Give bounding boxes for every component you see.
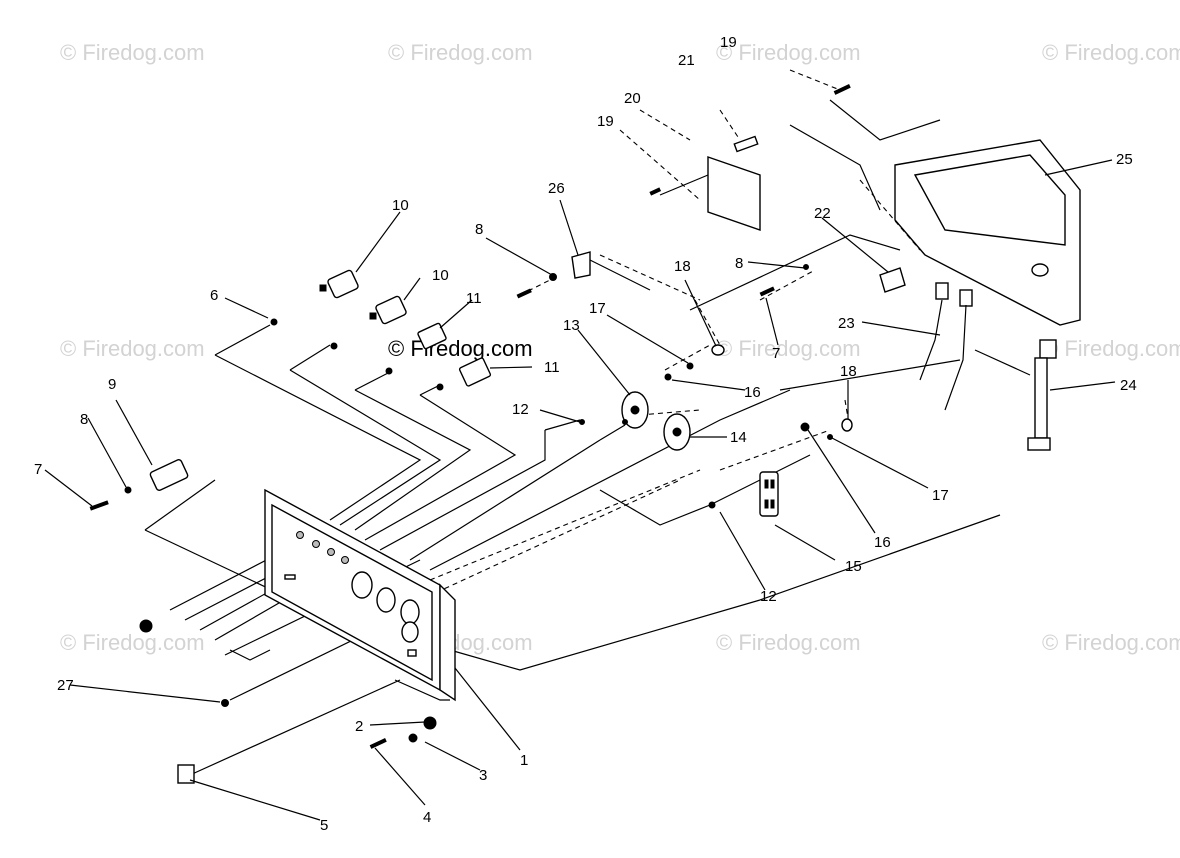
callout-19a: 19 [720,34,737,51]
watermark: © Firedog.com [60,336,205,361]
callout-18b: 18 [840,363,857,380]
watermark: © Firedog.com [1042,336,1180,361]
watermark: © Firedog.com [60,40,205,65]
breaker-11a [417,322,447,350]
watermark: © Firedog.com [60,630,205,655]
hardware [89,84,853,784]
callout-8b: 8 [475,221,483,238]
switch-10a [319,269,359,299]
callout-17b: 17 [932,487,949,504]
callout-12a: 12 [512,401,529,418]
receptacle-15 [759,471,779,517]
callout-25: 25 [1116,151,1133,168]
callout-22: 22 [814,205,831,222]
control-panel [264,488,456,702]
lead-23 [919,282,973,411]
callout-27: 27 [57,677,74,694]
lead-24 [1027,339,1057,451]
callout-7a: 7 [34,461,42,478]
switch-10b [369,295,407,325]
watermark: © Firedog.com [388,40,533,65]
callout-11a: 11 [466,290,482,307]
callout-5: 5 [320,817,328,834]
housing-25 [894,139,1081,326]
bracket-22 [879,267,906,293]
callout-12b: 12 [760,588,777,605]
receptacle-13 [621,391,649,429]
callout-23: 23 [838,315,855,332]
callout-6: 6 [210,287,218,304]
watermark-center: © Firedog.com [388,336,533,361]
callout-7b: 7 [772,345,780,362]
callout-2: 2 [355,718,363,735]
callout-20: 20 [624,90,641,107]
callout-15: 15 [845,558,862,575]
callout-16a: 16 [744,384,761,401]
callout-labels: 1 2 3 4 5 6 7 7 8 8 8 9 10 10 11 11 12 1… [34,34,1137,834]
callout-8c: 8 [735,255,743,272]
breaker-11b [458,357,492,387]
watermark: © Firedog.com [1042,630,1180,655]
watermark: © Firedog.com [716,336,861,361]
watermark: © Firedog.com [716,630,861,655]
callout-8a: 8 [80,411,88,428]
callout-24: 24 [1120,377,1137,394]
bracket-26 [571,251,591,279]
callout-18a: 18 [674,258,691,275]
callout-4: 4 [423,809,431,826]
switch-9 [149,459,189,491]
callout-19b: 19 [597,113,614,130]
callout-9: 9 [108,376,116,393]
callout-21: 21 [678,52,695,69]
callout-14: 14 [730,429,747,446]
callout-26: 26 [548,180,565,197]
watermark: © Firedog.com [716,40,861,65]
callout-13: 13 [563,317,580,334]
callout-10a: 10 [392,197,409,214]
callout-16b: 16 [874,534,891,551]
callout-3: 3 [479,767,487,784]
watermark: © Firedog.com [1042,40,1180,65]
leader-lines [44,159,1116,821]
callout-10b: 10 [432,267,449,284]
cover-plate [707,135,761,231]
receptacle-14 [663,413,691,451]
callout-17a: 17 [589,300,606,317]
callout-11b: 11 [544,359,560,376]
callout-1: 1 [520,752,528,769]
